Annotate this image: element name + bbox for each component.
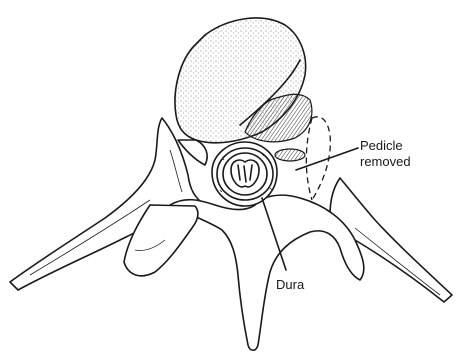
dura-label: Dura (276, 277, 305, 292)
vertebral-body (175, 18, 312, 143)
pedicle-label-line2: removed (360, 154, 411, 169)
pedicle-label-line1: Pedicle (360, 138, 403, 153)
spinal-canal (212, 142, 277, 206)
pedicle-cut-surface (275, 149, 305, 161)
lamina-and-spinous-process (124, 195, 364, 350)
